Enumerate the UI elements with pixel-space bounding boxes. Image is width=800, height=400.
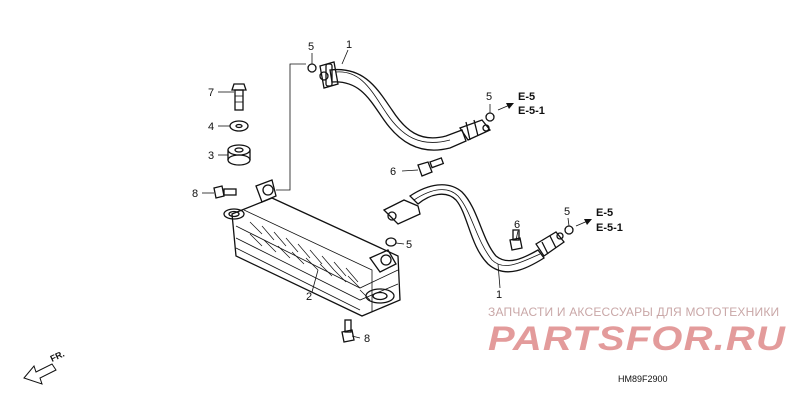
oil-cooler[interactable] bbox=[223, 179, 401, 317]
callout-1-top: 1 bbox=[346, 39, 352, 51]
ref-arrow-upper bbox=[497, 103, 514, 111]
ref-upper-e5-1[interactable]: E-5-1 bbox=[518, 105, 545, 117]
leader-lines bbox=[202, 49, 570, 339]
callout-3: 3 bbox=[208, 150, 214, 162]
callout-5-middle: 5 bbox=[406, 239, 412, 251]
watermark-tagline: ЗАПЧАСТИ И АКСЕССУАРЫ ДЛЯ МОТОТЕХНИКИ bbox=[488, 305, 779, 319]
callout-5-right-upper: 5 bbox=[486, 91, 492, 103]
ref-upper-e5[interactable]: E-5 bbox=[518, 91, 535, 103]
callout-7: 7 bbox=[208, 87, 214, 99]
callout-8-bottom: 8 bbox=[364, 333, 370, 345]
washer-4[interactable] bbox=[229, 120, 249, 132]
lower-oil-hose[interactable] bbox=[382, 184, 565, 273]
callout-4: 4 bbox=[208, 121, 214, 133]
ref-lower-e5[interactable]: E-5 bbox=[596, 207, 613, 219]
o-ring-5-right-lower[interactable] bbox=[564, 225, 574, 235]
front-label: FR. bbox=[49, 349, 66, 364]
callout-8-left: 8 bbox=[192, 188, 198, 200]
callout-1-bottom: 1 bbox=[496, 289, 502, 301]
watermark-brand: PARTSFOR.RU bbox=[488, 320, 787, 358]
rubber-mount-3[interactable] bbox=[227, 144, 251, 166]
o-ring-5-right-upper[interactable] bbox=[485, 112, 495, 122]
ref-lower-e5-1[interactable]: E-5-1 bbox=[596, 222, 623, 234]
diagram-code: HM89F2900 bbox=[618, 374, 668, 384]
bolt-8-bottom[interactable] bbox=[341, 319, 355, 343]
upper-oil-hose[interactable] bbox=[319, 61, 492, 151]
callout-5-right-lower: 5 bbox=[564, 206, 570, 218]
callout-6-lower: 6 bbox=[514, 219, 520, 231]
o-ring-5-middle[interactable] bbox=[385, 237, 397, 247]
bolt-7[interactable] bbox=[231, 83, 247, 111]
front-direction-arrow: FR. bbox=[23, 349, 66, 385]
callout-5-top: 5 bbox=[308, 41, 314, 53]
bolt-8-left[interactable] bbox=[213, 185, 237, 199]
callout-6-upper: 6 bbox=[390, 166, 396, 178]
callout-2: 2 bbox=[306, 291, 312, 303]
bolt-6-upper[interactable] bbox=[417, 157, 445, 177]
o-ring-5-top[interactable] bbox=[307, 63, 317, 73]
ref-arrow-lower bbox=[575, 219, 592, 227]
